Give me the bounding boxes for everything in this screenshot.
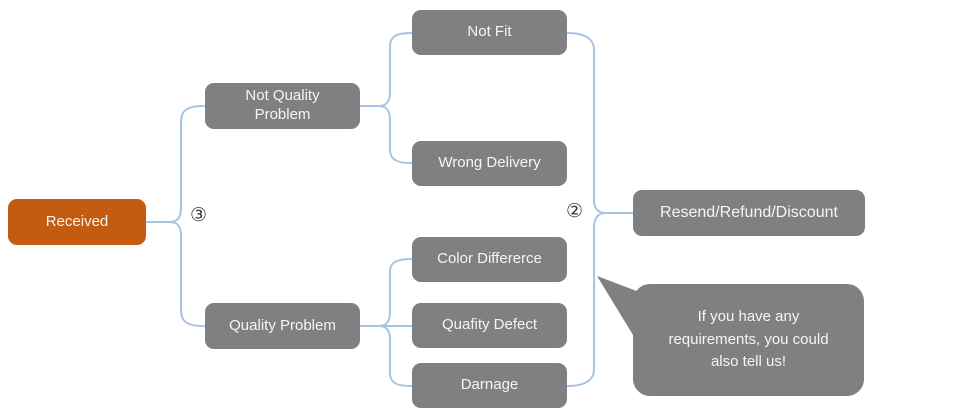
- brace-quality: [378, 258, 412, 387]
- not-fit-node: Not Fit: [412, 10, 567, 55]
- quality-problem-node: Quality Problem: [205, 303, 360, 349]
- not-quality-problem-node: Not Quality Problem: [205, 83, 360, 129]
- marker-circled-3: ③: [190, 205, 208, 226]
- callout-bubble: If you have any requirements, you could …: [633, 284, 864, 396]
- wrong-delivery-node: Wrong Delivery: [412, 141, 567, 186]
- resend-refund-discount-node: Resend/Refund/Discount: [633, 190, 865, 236]
- darnage-node: Darnage: [412, 363, 567, 408]
- received-node: Received: [8, 199, 146, 245]
- color-differerce-node: Color Differerce: [412, 237, 567, 282]
- brace-not-quality: [378, 32, 412, 164]
- quafity-defect-node: Quafity Defect: [412, 303, 567, 348]
- brace-received: [169, 105, 205, 327]
- marker-circled-2: ②: [566, 201, 584, 222]
